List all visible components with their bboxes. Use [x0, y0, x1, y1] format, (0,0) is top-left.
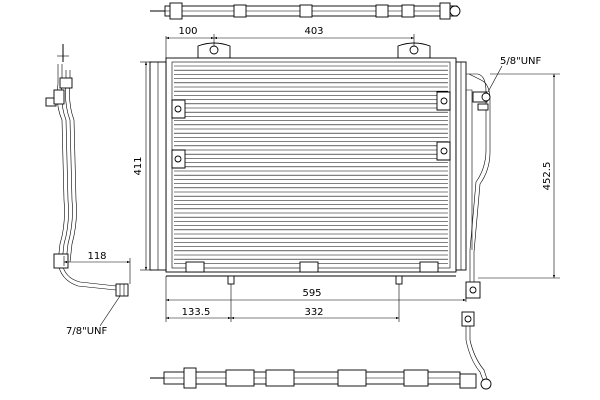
dim-403-label: 403	[304, 26, 323, 37]
bottom-view	[150, 311, 492, 390]
dim-100-label: 100	[178, 26, 197, 37]
dim-595-label: 595	[302, 288, 321, 299]
dimension-labels: 100 403 411 452.5 118 595 133.5 332 5/8"…	[66, 26, 553, 337]
left-side-view	[45, 44, 129, 297]
condenser-fins	[174, 65, 448, 264]
front-view	[149, 42, 491, 299]
dim-133-5-label: 133.5	[182, 307, 211, 318]
top-view	[150, 2, 461, 20]
dim-118-label: 118	[87, 251, 106, 262]
dim-332-label: 332	[304, 307, 323, 318]
dim-411-label: 411	[133, 156, 144, 175]
dim-452-5-label: 452.5	[542, 162, 553, 191]
thread-left-label: 7/8"UNF	[66, 326, 107, 337]
dimension-lines	[63, 34, 560, 327]
thread-right-label: 5/8"UNF	[500, 56, 541, 67]
